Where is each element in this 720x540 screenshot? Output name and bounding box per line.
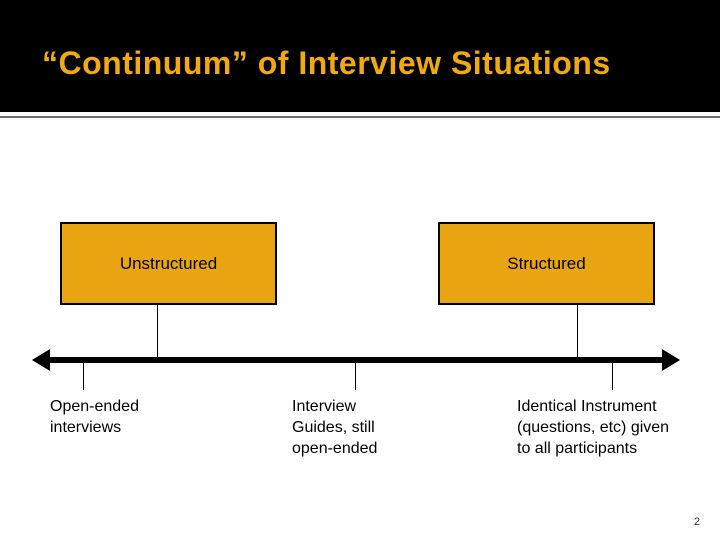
- label-identical-instrument: Identical Instrument (questions, etc) gi…: [517, 396, 669, 459]
- slide-title: “Continuum” of Interview Situations: [42, 44, 611, 81]
- unstructured-box-label: Unstructured: [119, 253, 218, 273]
- label-line: to all participants: [517, 440, 638, 457]
- label-line: Interview: [292, 398, 357, 415]
- structured-box-label: Structured: [507, 253, 586, 273]
- page-number: 2: [694, 516, 701, 528]
- continuum-arrow-shaft: [46, 357, 670, 363]
- tick-interview-guides: [355, 362, 356, 390]
- label-interview-guides: Interview Guides, still open-ended: [292, 396, 377, 459]
- label-line: Identical Instrument: [517, 398, 657, 415]
- arrowhead-right-icon: [662, 349, 680, 371]
- label-line: (questions, etc) given: [517, 419, 670, 436]
- connector-unstructured: [157, 305, 158, 358]
- arrowhead-left-icon: [32, 349, 50, 371]
- label-open-ended-interviews: Open-ended interviews: [50, 396, 139, 438]
- label-line: open-ended: [292, 440, 378, 457]
- tick-identical-instrument: [612, 362, 613, 390]
- label-line: Open-ended: [50, 398, 139, 415]
- header-divider: [0, 116, 720, 118]
- label-line: interviews: [50, 419, 122, 436]
- tick-open-ended: [83, 362, 84, 390]
- unstructured-box: Unstructured: [60, 222, 277, 305]
- slide-header: “Continuum” of Interview Situations: [0, 0, 720, 112]
- structured-box: Structured: [438, 222, 655, 305]
- label-line: Guides, still: [292, 419, 375, 436]
- connector-structured: [577, 305, 578, 358]
